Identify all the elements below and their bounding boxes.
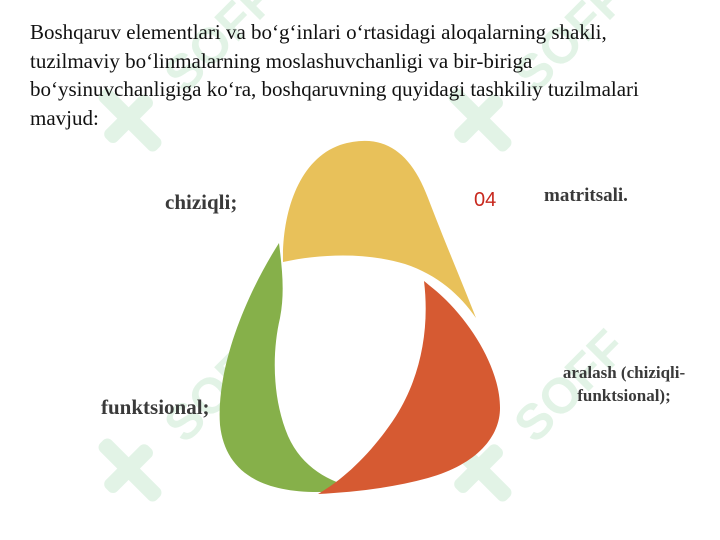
intro-paragraph: Boshqaruv elementlari va bo‘g‘inlari o‘r…	[30, 20, 639, 130]
watermark-logo-icon	[448, 88, 512, 152]
diagram-label-matrix: matritsali.	[544, 185, 628, 206]
diagram-label-functional: funktsional;	[101, 395, 210, 419]
watermark-logo-icon	[98, 88, 162, 152]
diagram-label-linear: chiziqli;	[165, 190, 238, 214]
diagram-number: 04	[474, 189, 497, 211]
diagram-segment-yellow	[282, 140, 476, 318]
diagram-segment-green	[219, 243, 356, 492]
diagram-label-mixed: aralash (chiziqli-funktsional);	[562, 363, 686, 405]
watermark-logo-icon	[98, 438, 162, 502]
diagram-segment-red	[318, 281, 500, 494]
